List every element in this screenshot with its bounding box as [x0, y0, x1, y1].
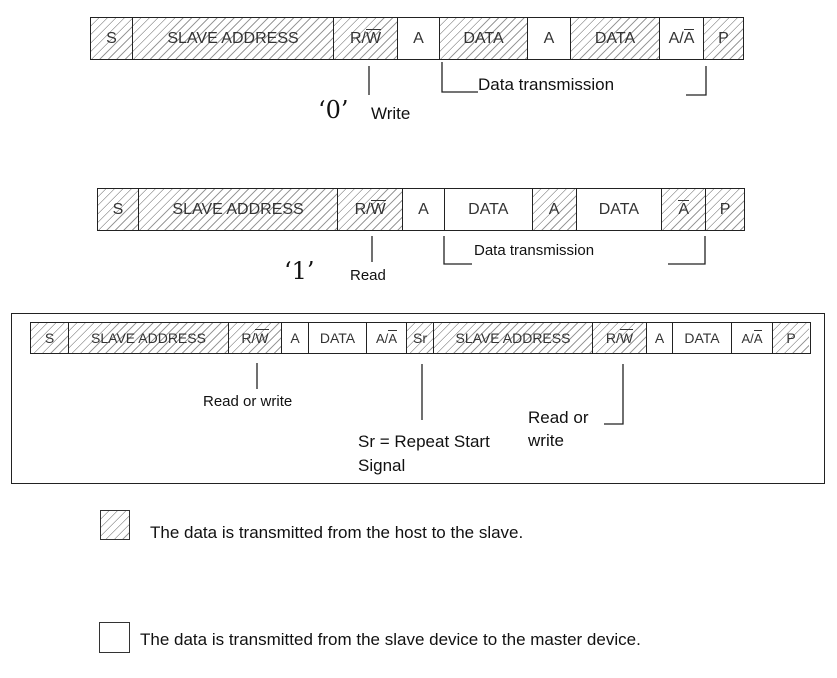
legend-plain-swatch	[99, 622, 130, 653]
transmission-bracket-left	[443, 236, 472, 265]
stop-bit: P	[773, 323, 809, 353]
legend-hatched-swatch	[100, 510, 130, 540]
data: DATA	[673, 323, 732, 353]
legend-slave-to-master: The data is transmitted from the slave d…	[140, 630, 641, 649]
rw-bit: R/W	[229, 323, 282, 353]
zero-label: ‘0’	[318, 96, 349, 124]
ack: A	[282, 323, 309, 353]
ack: A	[532, 189, 577, 230]
data: DATA	[577, 189, 663, 230]
repeat-start-label-2: Signal	[358, 456, 406, 475]
ack-nack: A/A	[660, 18, 704, 59]
legend-host-to-slave: The data is transmitted from the host to…	[150, 523, 524, 542]
frame-read: S SLAVE ADDRESS R/W A DATA A DATA A P	[97, 188, 745, 231]
transmission-label: Data transmission	[474, 242, 595, 259]
data: DATA	[571, 18, 660, 59]
ack: A	[403, 189, 445, 230]
read-or-write-label: Read or write	[203, 393, 293, 410]
start-bit: S	[91, 18, 133, 59]
data: DATA	[445, 189, 533, 230]
rw-bit: R/W	[593, 323, 647, 353]
transmission-bracket-right	[686, 66, 707, 96]
combined-frame-panel	[11, 313, 825, 484]
slave-address: SLAVE ADDRESS	[138, 189, 339, 230]
slave-address: SLAVE ADDRESS	[133, 18, 334, 59]
rw-pointer-line-2	[604, 364, 624, 425]
ack: A	[528, 18, 571, 59]
transmission-bracket-right	[668, 236, 706, 265]
rw-bit: R/W	[334, 18, 398, 59]
stop-bit: P	[704, 18, 743, 59]
slave-address: SLAVE ADDRESS	[69, 323, 229, 353]
write-label: Write	[371, 104, 411, 123]
read-label: Read	[350, 267, 386, 284]
start-bit: S	[98, 189, 139, 230]
repeat-start: Sr	[407, 323, 434, 353]
read-or-write-label-2b: write	[528, 431, 564, 450]
read-or-write-label-2: Read or	[528, 408, 589, 427]
data: DATA	[440, 18, 528, 59]
frame-write: S SLAVE ADDRESS R/W A DATA A DATA A/A P	[90, 17, 744, 60]
ack: A	[647, 323, 673, 353]
slave-address: SLAVE ADDRESS	[434, 323, 593, 353]
ack: A	[398, 18, 440, 59]
stop-bit: P	[706, 189, 744, 230]
nack: A	[662, 189, 707, 230]
data: DATA	[309, 323, 367, 353]
transmission-bracket-left	[441, 62, 478, 93]
frame-combined: S SLAVE ADDRESS R/W A DATA A/A Sr SLAVE …	[30, 322, 811, 354]
rw-bit: R/W	[338, 189, 404, 230]
start-bit: S	[31, 323, 69, 353]
repeat-start-label: Sr = Repeat Start	[358, 432, 490, 451]
one-label: ‘1’	[284, 257, 315, 285]
transmission-label: Data transmission	[478, 75, 615, 94]
ack-nack: A/A	[732, 323, 773, 353]
ack-nack: A/A	[367, 323, 407, 353]
